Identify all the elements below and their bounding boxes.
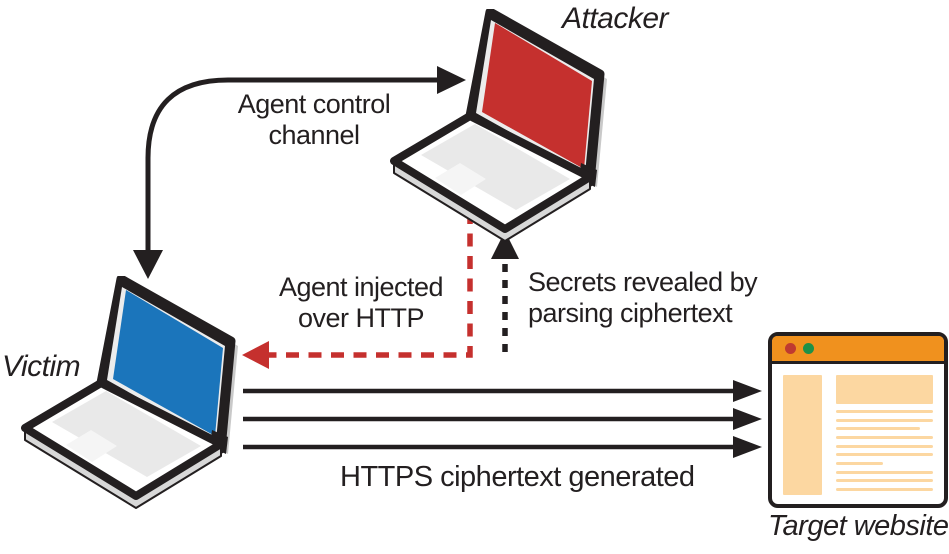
red-arrowhead-to-victim (242, 341, 269, 369)
content-line (836, 436, 933, 439)
content-line (836, 471, 933, 474)
browser-titlebar (772, 336, 944, 364)
secrets-revealed-line1: Secrets revealed by (528, 267, 758, 297)
secrets-revealed-label: Secrets revealed by parsing ciphertext (528, 267, 758, 329)
https-arrowhead-2 (733, 408, 762, 430)
agent-control-channel-label: Agent control channel (228, 89, 400, 151)
arrowhead-to-victim (133, 250, 163, 279)
content-line (836, 445, 933, 448)
browser-green-dot-icon (803, 343, 814, 354)
content-header-block (836, 375, 933, 404)
https-traffic-arrows (243, 388, 736, 450)
attacker-label: Attacker (562, 2, 669, 35)
victim-laptop (18, 276, 243, 521)
agent-control-line2: channel (268, 120, 360, 150)
content-line (836, 479, 933, 482)
agent-injected-line1: Agent injected (278, 272, 444, 302)
browser-content (772, 364, 944, 504)
content-line (836, 462, 883, 465)
agent-injected-label: Agent injected over HTTP (276, 272, 446, 334)
content-line (836, 453, 933, 456)
attacker-laptop (387, 9, 612, 254)
target-website-window (768, 332, 948, 508)
https-arrowhead-1 (733, 380, 762, 402)
secrets-revealed-line2: parsing ciphertext (528, 298, 733, 328)
content-line (836, 427, 920, 430)
content-line (836, 419, 933, 422)
https-arrowhead-3 (733, 436, 762, 458)
browser-red-dot-icon (785, 343, 796, 354)
content-line (836, 410, 933, 413)
victim-label: Victim (2, 350, 81, 383)
content-sidebar-block (783, 375, 822, 495)
agent-injected-line2: over HTTP (297, 303, 425, 333)
target-website-label: Target website (768, 510, 949, 542)
content-line (836, 488, 933, 491)
agent-control-line1: Agent control (237, 89, 391, 119)
https-ciphertext-label: HTTPS ciphertext generated (340, 461, 695, 493)
